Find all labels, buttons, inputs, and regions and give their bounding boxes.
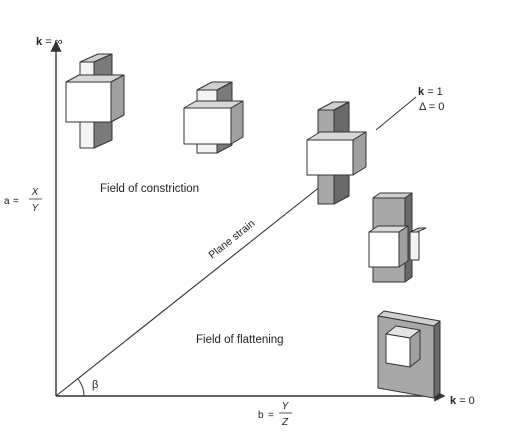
field-constriction-label: Field of constriction [100, 183, 199, 195]
beta-arc [77, 378, 85, 397]
svg-text:X: X [31, 187, 39, 198]
svg-text:a: a [4, 196, 10, 207]
beta-label: β [92, 379, 98, 391]
svg-text:=: = [268, 410, 274, 421]
svg-text:b: b [258, 410, 264, 421]
svg-text:Y: Y [282, 401, 290, 412]
strain-block-4 [368, 192, 427, 283]
field-flattening-label: Field of flattening [196, 334, 284, 346]
svg-text:Z: Z [281, 417, 289, 428]
strain-block-1 [65, 53, 125, 149]
b-axis-label: b = Y Z [258, 401, 292, 428]
k-infinity-label: k = ∞ [36, 36, 63, 48]
k-one-leader [375, 96, 417, 131]
a-axis-label: a = X Y [4, 187, 42, 214]
strain-block-5 [377, 310, 441, 399]
plane-strain-label: Plane strain [206, 217, 257, 261]
strain-block-3 [306, 101, 367, 205]
svg-text:=: = [13, 196, 19, 207]
k-zero-label: k = 0 [450, 395, 475, 407]
delta-zero-label: Δ = 0 [419, 101, 444, 113]
strain-block-2 [183, 81, 244, 154]
svg-text:Y: Y [32, 203, 40, 214]
plane-strain-line [55, 166, 346, 397]
k-one-label: k = 1 [418, 86, 443, 98]
